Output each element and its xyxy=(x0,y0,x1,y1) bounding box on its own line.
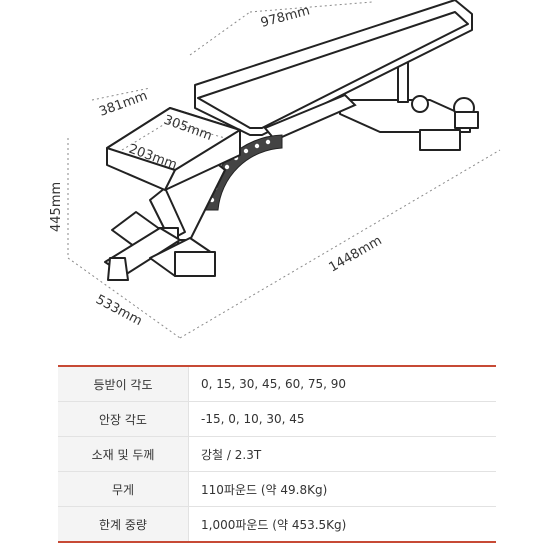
bench-dimension-diagram: 978mm 381mm 305mm 203mm 445mm 1448mm 533… xyxy=(49,0,501,339)
spec-label: 한계 중량 xyxy=(58,506,189,543)
dim-base-width: 533mm xyxy=(93,292,144,329)
dim-seat-depth: 381mm xyxy=(97,89,149,120)
spec-row: 안장 각도-15, 0, 10, 30, 45 xyxy=(58,401,496,437)
dim-length: 1448mm xyxy=(327,233,385,275)
spec-label: 무게 xyxy=(58,471,189,507)
spec-value: -15, 0, 10, 30, 45 xyxy=(188,401,496,437)
spec-label: 소재 및 두께 xyxy=(58,436,189,472)
spec-label: 등받이 각도 xyxy=(58,365,189,402)
spec-label: 안장 각도 xyxy=(58,401,189,437)
dim-height: 445mm xyxy=(49,182,64,232)
spec-value: 강철 / 2.3T xyxy=(188,436,496,472)
spec-value: 110파운드 (약 49.8Kg) xyxy=(188,471,496,507)
spec-value: 1,000파운드 (약 453.5Kg) xyxy=(188,506,496,543)
spec-value: 0, 15, 30, 45, 60, 75, 90 xyxy=(188,365,496,402)
dim-overall-width: 978mm xyxy=(259,3,311,30)
